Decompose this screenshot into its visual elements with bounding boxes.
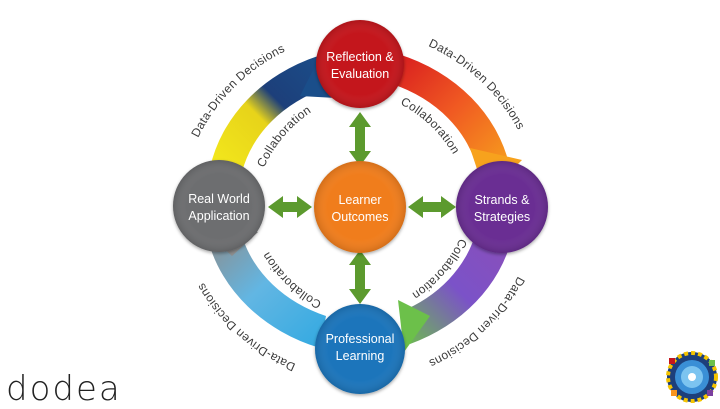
connector-arrows xyxy=(268,112,456,304)
ring-segment-bottom-left xyxy=(208,236,326,348)
node-label-center-line2: Outcomes xyxy=(332,210,389,224)
node-label-left-line2: Application xyxy=(188,209,249,223)
node-real-world-application: Real World Application xyxy=(173,160,265,252)
dodea-logo: dodea xyxy=(6,369,122,409)
arrow-center-to-left xyxy=(268,196,312,218)
arrow-center-to-bottom xyxy=(349,250,371,304)
node-label-right-line2: Strategies xyxy=(474,210,530,224)
node-label-bottom-line1: Professional xyxy=(326,332,395,346)
node-professional-learning: Professional Learning xyxy=(315,304,405,394)
arrow-center-to-top xyxy=(349,112,371,166)
node-reflection-evaluation: Reflection & Evaluation xyxy=(316,20,404,108)
node-learner-outcomes: Learner Outcomes xyxy=(314,161,406,253)
ring-segment-top-right xyxy=(392,54,510,172)
node-label-top-line2: Evaluation xyxy=(331,67,389,81)
ring-arrowhead-bottom-right xyxy=(398,300,430,352)
node-label-bottom-line2: Learning xyxy=(336,349,385,363)
node-label-right-line1: Strands & xyxy=(475,193,531,207)
ring-segment-top-left xyxy=(210,56,326,172)
arrow-center-to-right xyxy=(408,196,456,218)
dodea-seal-icon xyxy=(666,351,718,403)
node-label-top-line1: Reflection & xyxy=(326,50,394,64)
node-label-left-line1: Real World xyxy=(188,192,250,206)
node-strands-strategies: Strands & Strategies xyxy=(456,161,548,253)
node-label-center-line1: Learner xyxy=(338,193,381,207)
